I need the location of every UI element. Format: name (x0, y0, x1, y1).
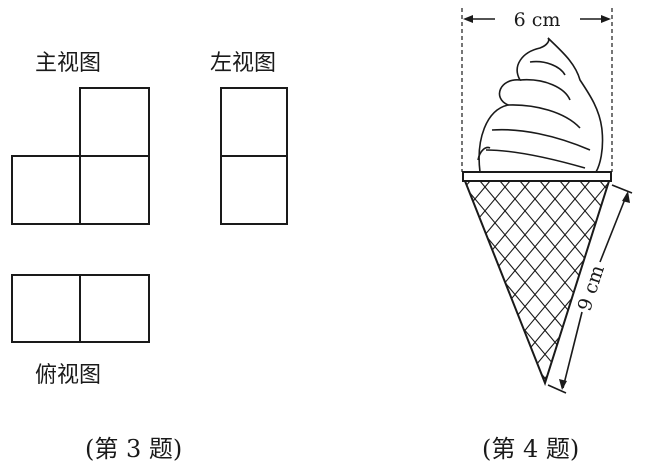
front-view-bottom-right-square (79, 155, 150, 225)
slant-dimension-bottom-arrow (559, 379, 567, 390)
slant-dimension-lower-line (562, 311, 583, 389)
problem3-figure: 主视图 左视图 俯视图 (第 3 题) (11, 51, 288, 463)
front-view-label: 主视图 (35, 51, 101, 76)
front-view-bottom-left-square (11, 155, 81, 225)
ice-cream-swirl (477, 37, 604, 173)
top-dimension-left-arrow (463, 15, 473, 23)
slant-dimension-top-arrow (622, 191, 630, 203)
side-view (220, 87, 288, 225)
cone-rim (462, 171, 612, 182)
slant-dimension-upper-line (599, 193, 628, 263)
slant-dimension-label: 9 cm (574, 262, 609, 313)
side-view-label: 左视图 (210, 51, 276, 76)
problem4-caption: (第 4 题) (482, 435, 579, 463)
slant-extension-bottom (547, 384, 567, 394)
side-view-bottom-square (220, 155, 288, 225)
problem3-caption: (第 3 题) (85, 435, 182, 463)
top-view-left-square (11, 274, 81, 343)
slant-extension-top (611, 184, 633, 194)
front-view (11, 87, 150, 225)
problem4-figure: 6 cm (461, 8, 633, 463)
cone-outline (463, 180, 611, 386)
top-dimension-right-arrow (601, 15, 611, 23)
top-view-right-square (79, 274, 150, 343)
top-view (11, 274, 150, 343)
top-view-label: 俯视图 (35, 363, 101, 388)
front-view-top-square (79, 87, 150, 157)
top-dimension-label: 6 cm (514, 9, 561, 31)
side-view-top-square (220, 87, 288, 157)
